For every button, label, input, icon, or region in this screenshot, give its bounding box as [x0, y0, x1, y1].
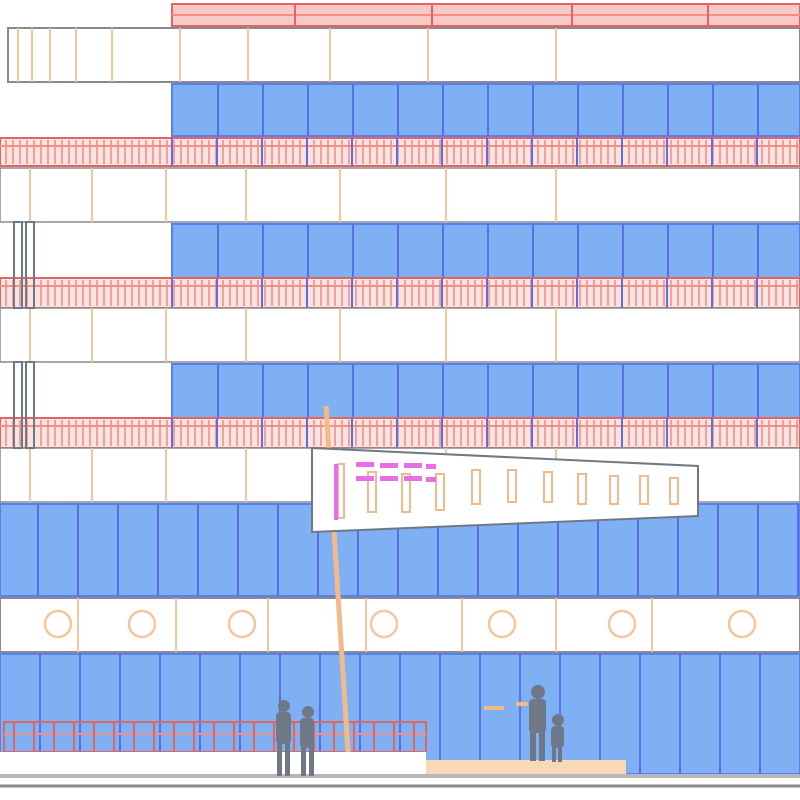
porthole-band — [0, 597, 800, 653]
railing-2 — [0, 277, 800, 309]
balcony-railings — [0, 137, 800, 449]
portholes — [43, 609, 757, 639]
railing-1 — [0, 137, 800, 167]
glazing-row-3 — [171, 363, 800, 419]
upper-glazing-rows — [171, 83, 800, 419]
ground-plane — [0, 752, 800, 788]
person-2 — [300, 706, 314, 776]
slab-band-2 — [0, 307, 800, 363]
projecting-sign — [311, 405, 699, 753]
person-4 — [551, 714, 564, 762]
top-slab-band — [7, 27, 800, 83]
porthole-1 — [43, 609, 73, 639]
person-1 — [276, 700, 291, 776]
porthole-4 — [369, 609, 399, 639]
porthole-7 — [727, 609, 757, 639]
porthole-5 — [487, 609, 517, 639]
people — [276, 685, 564, 776]
railing-3 — [0, 417, 800, 449]
porthole-3 — [227, 609, 257, 639]
glazing-row-1 — [171, 83, 800, 137]
porthole-6 — [607, 609, 637, 639]
glazing-row-2 — [171, 223, 800, 279]
left-posts — [13, 221, 35, 449]
slab-band-1 — [0, 167, 800, 223]
roof-railing — [171, 3, 800, 27]
person-3 — [529, 685, 546, 761]
porthole-2 — [127, 609, 157, 639]
